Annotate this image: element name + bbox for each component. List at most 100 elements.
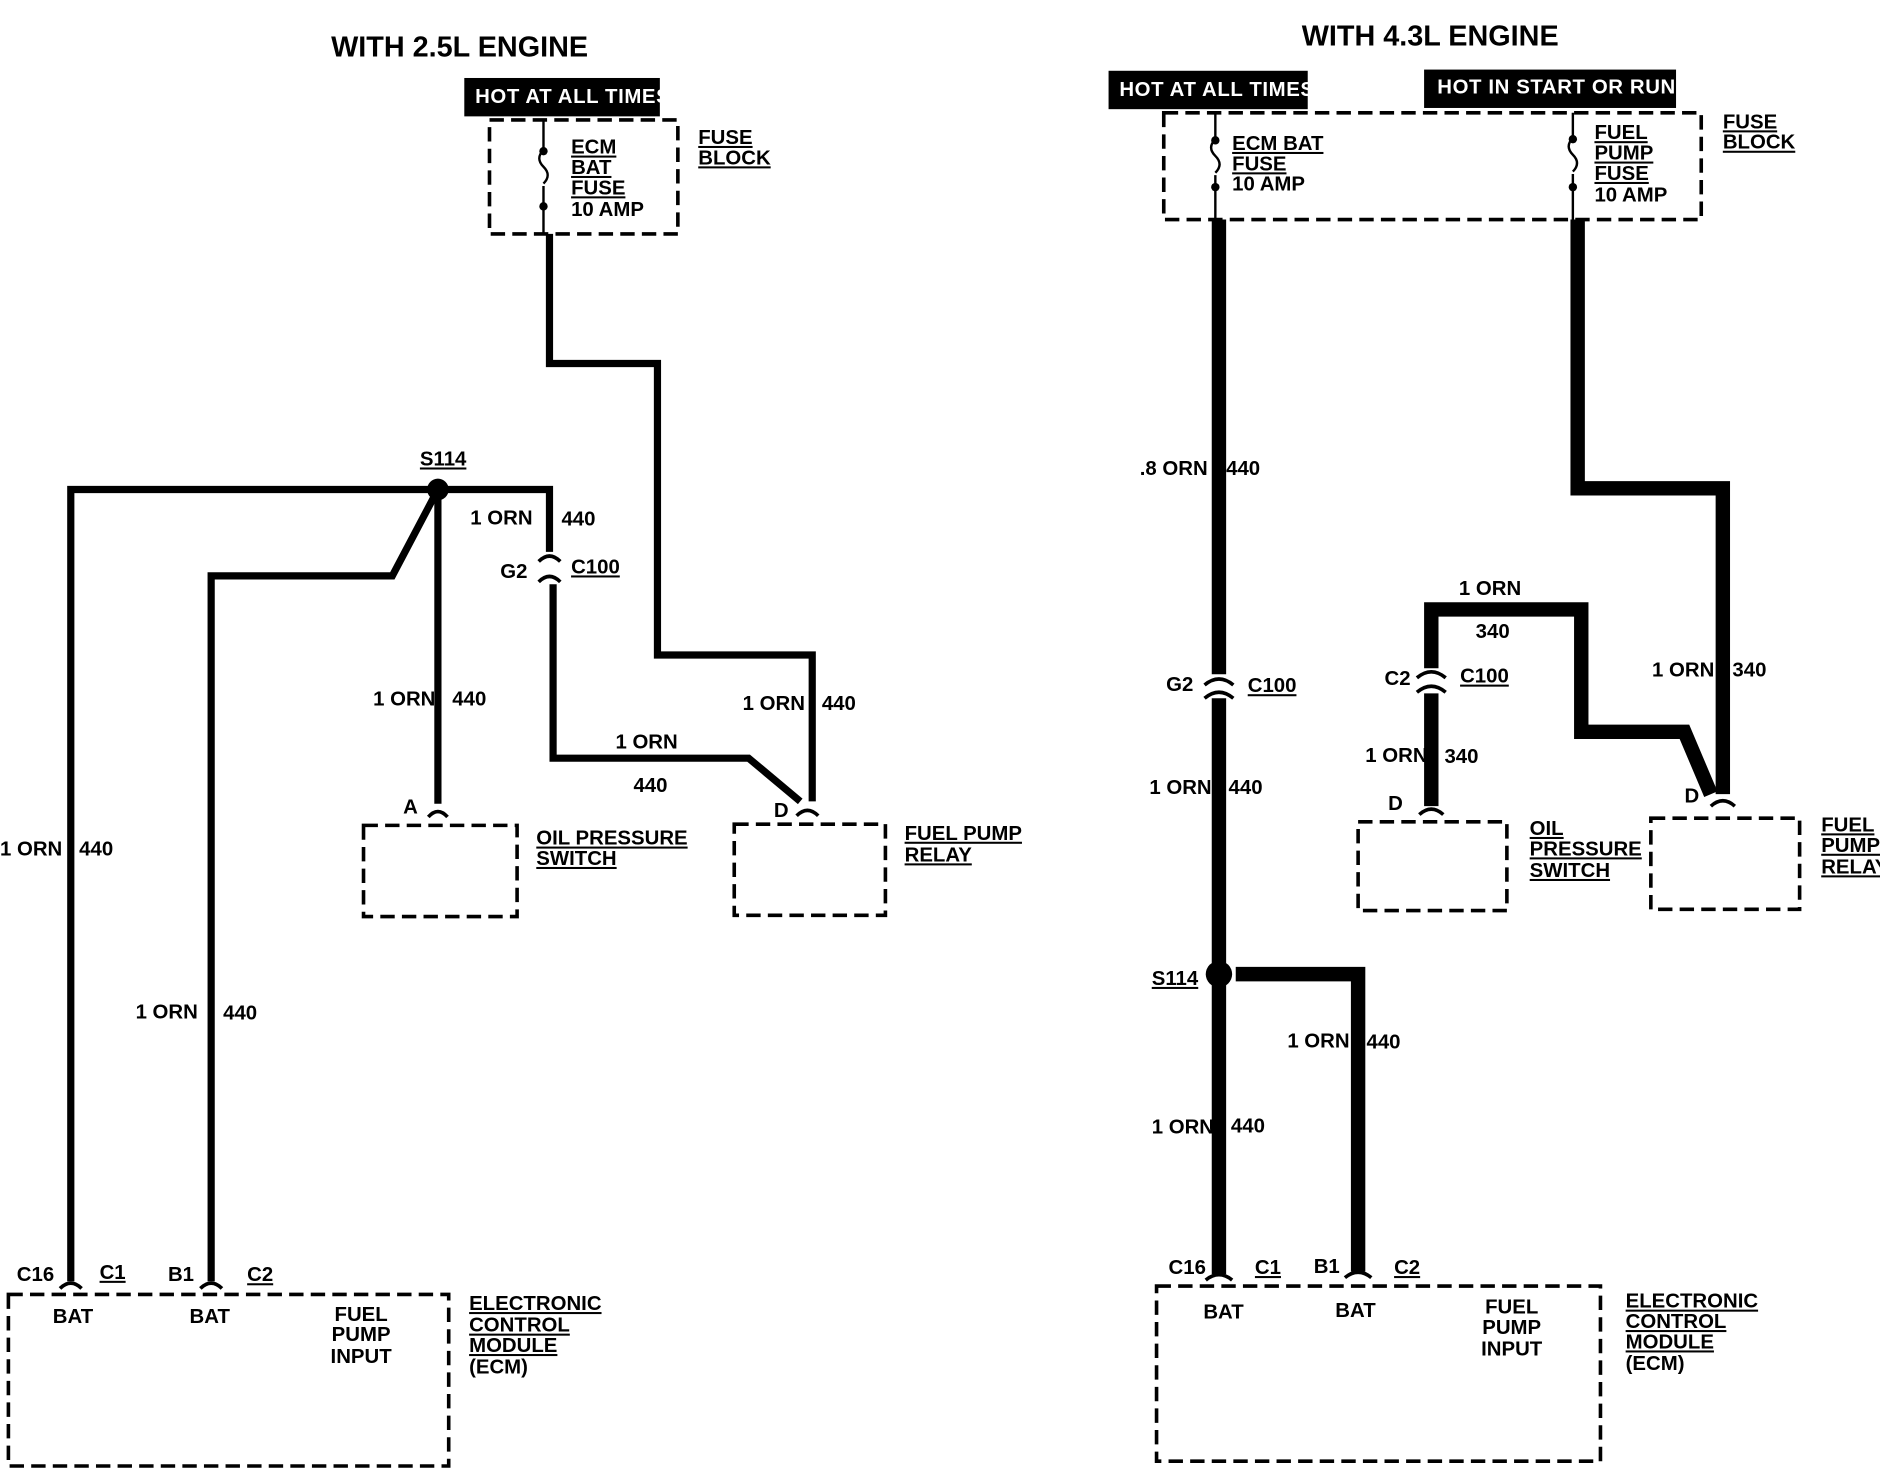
right-circuit-label-6: 440 — [1367, 1032, 1401, 1054]
right-wire-label-5: 1 ORN — [1149, 777, 1211, 799]
right-ecm-terminal-2: BAT — [1335, 1300, 1376, 1322]
right-fuse-block-box — [1161, 110, 1704, 222]
right-circuit-label-7: 440 — [1231, 1115, 1265, 1137]
right-fuse1-dot-top — [1211, 136, 1220, 145]
right-ecm-box — [1154, 1284, 1603, 1464]
left-fuse-dot-bottom — [539, 202, 548, 211]
left-ecm-input-2: PUMP — [332, 1324, 391, 1346]
right-c100b-connector-top — [1415, 670, 1447, 680]
right-oil-switch-label-3: SWITCH — [1530, 860, 1610, 882]
left-wire-label-5: 1 ORN — [0, 838, 62, 860]
right-ecm-terminal-1: BAT — [1203, 1301, 1244, 1323]
right-pin-c1: C1 — [1255, 1257, 1281, 1279]
left-oil-pin-label: A — [403, 796, 418, 818]
left-circuit-label-2: 440 — [452, 688, 486, 710]
left-ecm-terminal-2: BAT — [190, 1306, 231, 1328]
right-fuse1-name-2: FUSE — [1232, 153, 1286, 175]
right-c100-connector-bottom — [1203, 690, 1235, 700]
right-oil-switch-label-1: OIL — [1530, 818, 1564, 840]
left-fuse-dot-top — [539, 146, 548, 156]
right-oil-pin-connector — [1418, 807, 1445, 816]
left-pin-c2: C2 — [247, 1264, 273, 1286]
right-splice-label: S114 — [1152, 968, 1199, 990]
right-ecm-label-4: (ECM) — [1626, 1353, 1685, 1375]
right-circuit-label-4: 340 — [1444, 746, 1478, 768]
left-g2-label: G2 — [500, 561, 527, 583]
right-c100-label: C100 — [1248, 675, 1297, 697]
left-circuit-label-5: 440 — [79, 838, 113, 860]
right-oil-switch-label-2: PRESSURE — [1530, 838, 1642, 860]
right-circuit-label-1: 440 — [1226, 458, 1260, 480]
left-wire-fuse-to-relay — [545, 233, 816, 802]
right-relay-label-1: FUEL — [1821, 814, 1874, 836]
left-relay-pin-label: D — [774, 800, 789, 822]
right-title: WITH 4.3L ENGINE — [1302, 21, 1559, 53]
right-hot-box-1 — [1108, 70, 1308, 110]
right-ecm-input-2: PUMP — [1482, 1317, 1541, 1339]
right-fuse2-dot-bottom — [1568, 182, 1578, 192]
right-hot-label-1: HOT AT ALL TIMES — [1119, 79, 1314, 101]
left-ecm-input-3: INPUT — [331, 1346, 393, 1368]
right-c100b-label: C100 — [1460, 666, 1509, 688]
left-ecm-label-3: MODULE — [469, 1335, 557, 1357]
right-circuit-label-2: 340 — [1476, 621, 1510, 643]
right-wire-label-2: 1 ORN — [1459, 578, 1521, 600]
right-fuse-block-label-1: FUSE — [1723, 111, 1777, 133]
right-relay-label-3: RELAY — [1821, 856, 1880, 878]
left-wire-c100-to-relay — [549, 584, 803, 805]
right-fuse1-icon — [1209, 138, 1221, 174]
left-relay-box — [732, 822, 888, 918]
left-ecm-input-1: FUEL — [335, 1304, 388, 1326]
left-pin-b1: B1 — [168, 1264, 194, 1286]
left-wire-s114-to-c16 — [67, 485, 438, 1282]
left-fuse-icon — [538, 149, 549, 185]
left-wire-label-3: 1 ORN — [743, 693, 805, 715]
right-relay-box — [1649, 816, 1802, 912]
right-fuse2-name-1: FUEL — [1594, 122, 1647, 144]
left-fuse-block-box — [487, 118, 680, 236]
left-c100-label: C100 — [571, 556, 620, 578]
left-wire-label-1: 1 ORN — [470, 507, 532, 529]
right-wire-relay-to-c100 — [1424, 602, 1718, 797]
left-circuit-label-3: 440 — [822, 693, 856, 715]
right-fuse2-name-3: FUSE — [1594, 163, 1648, 185]
left-fuse-block-label-1: FUSE — [698, 127, 752, 149]
left-fuse-block-label-2: BLOCK — [698, 147, 771, 169]
right-fuse2-name-2: PUMP — [1594, 143, 1653, 165]
left-c100-connector-top — [537, 554, 562, 563]
left-wire-label-6: 1 ORN — [136, 1002, 198, 1024]
left-wire-label-4: 1 ORN — [615, 732, 677, 754]
right-fuse2-dot-top — [1568, 134, 1578, 144]
right-fuse-block-label-2: BLOCK — [1723, 132, 1796, 154]
right-wire-label-6: 1 ORN — [1287, 1030, 1349, 1052]
right-ecm-input-1: FUEL — [1485, 1297, 1538, 1319]
right-relay-pin-connector — [1709, 798, 1737, 808]
right-splice-s114 — [1205, 960, 1233, 988]
left-fuse-name-3: FUSE — [571, 177, 625, 199]
left-fuse-name-2: BAT — [571, 157, 612, 179]
right-fuse1-dot-bottom — [1211, 182, 1220, 192]
left-ecm-label-4: (ECM) — [469, 1357, 528, 1379]
left-oil-switch-box — [361, 823, 519, 919]
right-hot-box-2 — [1424, 69, 1677, 108]
left-circuit-label-6: 440 — [223, 1003, 257, 1025]
left-wire-s114-to-b1 — [207, 487, 442, 1282]
right-wire-label-4: 1 ORN — [1365, 745, 1427, 767]
left-b1-pin-connector — [199, 1281, 224, 1290]
left-pin-c16: C16 — [17, 1264, 54, 1286]
left-wire-s114-to-c100 — [437, 485, 554, 552]
right-b1-pin-connector — [1343, 1270, 1373, 1280]
left-c16-pin-connector — [58, 1281, 83, 1290]
right-wire-label-3: 1 ORN — [1652, 660, 1714, 682]
right-pin-c2: C2 — [1394, 1257, 1420, 1279]
right-c100b-connector-bottom — [1415, 684, 1447, 694]
left-fuse-rating: 10 AMP — [571, 199, 644, 221]
right-c2-label: C2 — [1385, 668, 1411, 690]
left-wire-label-2: 1 ORN — [373, 688, 435, 710]
right-fuse2-icon — [1567, 137, 1579, 173]
right-pin-b1: B1 — [1314, 1256, 1340, 1278]
right-relay-pin-label: D — [1684, 786, 1699, 808]
right-circuit-label-3: 340 — [1732, 660, 1766, 682]
right-wire-fuse-to-relay — [1570, 219, 1731, 795]
right-g2-label: G2 — [1166, 674, 1193, 696]
